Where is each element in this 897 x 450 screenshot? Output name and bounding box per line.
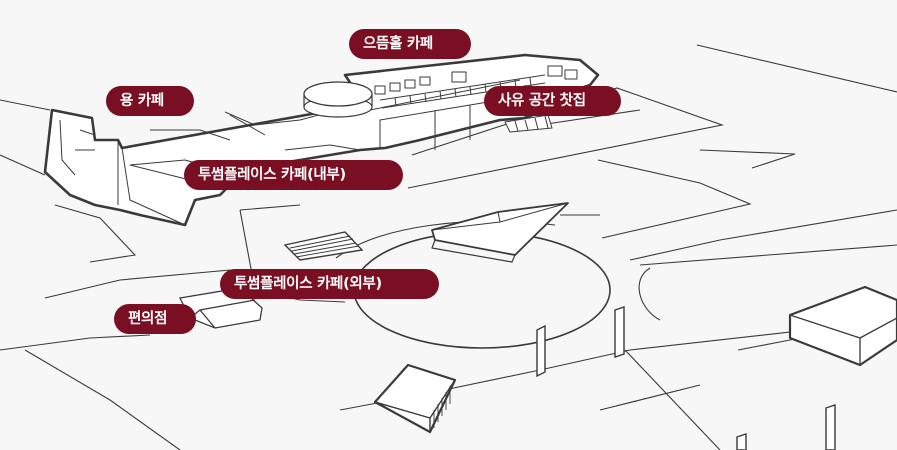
box-building — [788, 285, 897, 367]
pavilion — [373, 363, 457, 434]
label-yong-cafe[interactable]: 용 카페 — [106, 86, 194, 116]
label-twosome-place-outside[interactable]: 투썸플레이스 카페(외부) — [220, 269, 439, 299]
label-eudeum-hall-cafe[interactable]: 으뜸홀 카페 — [349, 29, 471, 59]
canopy-structure — [431, 202, 569, 263]
label-twosome-place-inside[interactable]: 투썸플레이스 카페(내부) — [184, 160, 403, 190]
outdoor-stairs — [283, 231, 364, 261]
label-convenience-store[interactable]: 편의점 — [114, 304, 196, 334]
pillars — [536, 306, 836, 450]
label-sayu-teahouse[interactable]: 사유 공간 찻집 — [484, 86, 621, 116]
main-building — [43, 53, 600, 227]
